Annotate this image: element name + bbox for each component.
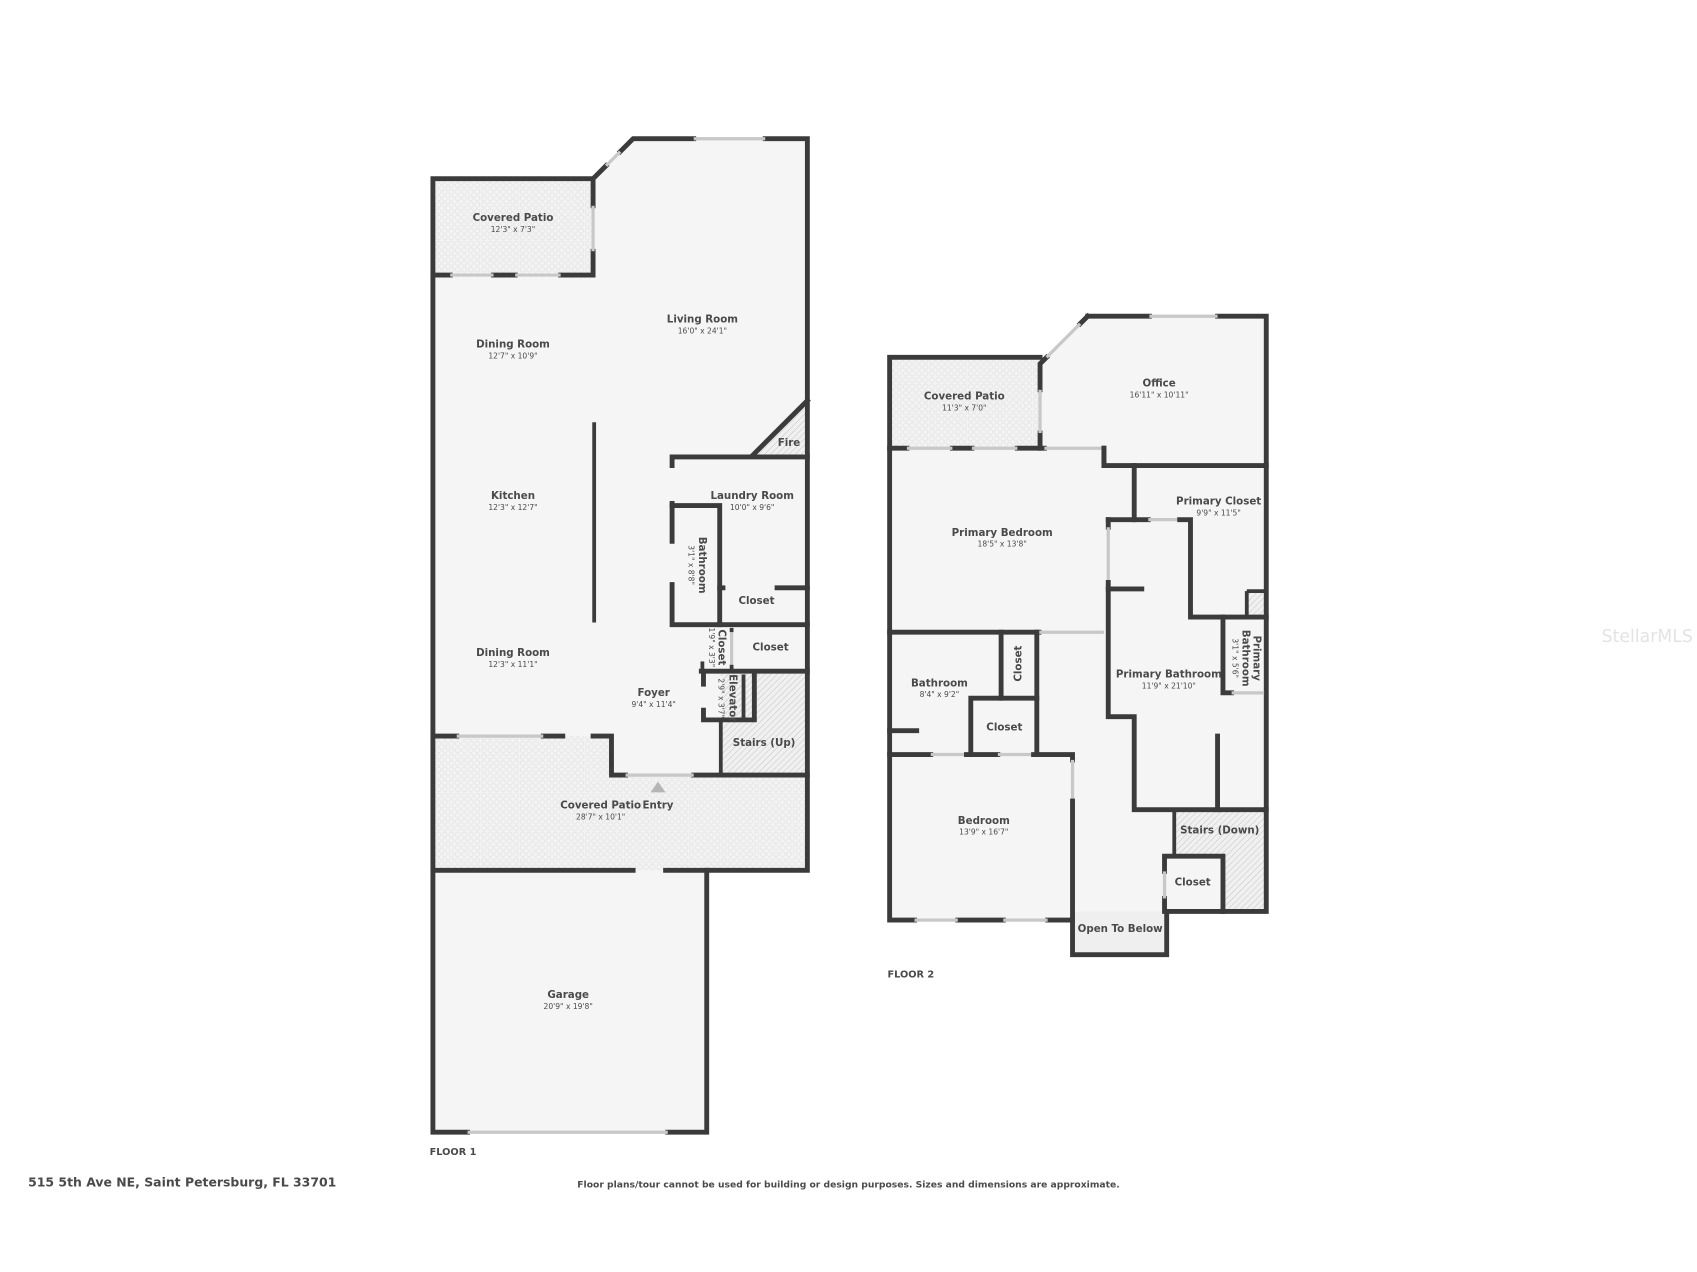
room-dims: 9'9" x 11'5" [1196,508,1240,517]
room-dims: 13'9" x 16'7" [959,828,1008,837]
room-dims: 8'4" x 9'2" [920,690,960,699]
address: 515 5th Ave NE, Saint Petersburg, FL 337… [28,1174,336,1189]
room-name: Elevator [726,674,738,723]
room-name: Primary Bedroom [952,527,1053,539]
room-name-line2: Bathroom [1239,630,1251,687]
room-name: Closet [1175,876,1211,888]
room-name: Covered Patio [473,212,554,224]
room-name: Fire [778,437,801,449]
floor-1-label: FLOOR 1 [430,1147,477,1158]
room-name: Dining Room [476,339,550,351]
room-name: Bathroom [911,677,968,689]
room-name: Covered Patio [924,391,1005,403]
room-dims: 10'0" x 9'6" [730,503,774,512]
room-dims: 12'3" x 12'7" [488,503,537,512]
room-name: Garage [547,989,589,1001]
floor-2-label: FLOOR 2 [887,969,934,980]
room-name: Kitchen [491,490,535,502]
room-name: Closet [986,722,1022,734]
room-dims: 28'7" x 10'1" [576,812,625,821]
room-name: Laundry Room [710,490,793,502]
disclaimer: Floor plans/tour cannot be used for buil… [577,1179,1119,1190]
room-name: Primary Bathroom [1116,669,1222,681]
room-name: Bathroom [696,537,708,594]
room-name: Closet [1013,645,1025,681]
covered-patio-back-area [432,178,594,276]
room-dims: 20'9" x 19'8" [544,1002,593,1011]
room-name: Living Room [667,314,738,326]
room-name: Covered Patio [560,800,641,812]
room-name-line1: Primary [1250,635,1262,681]
room-dims: 2'9" x 3'7" [717,678,726,718]
room-dims: 11'9" x 21'10" [1142,681,1196,690]
room-dims: 16'0" x 24'1" [678,327,727,336]
room-dims: 3'1" x 5'6" [1231,638,1240,678]
room-dims: 16'11" x 10'11" [1130,390,1189,399]
room-name: Closet [716,629,728,665]
room-name: Primary Closet [1176,496,1261,508]
room-dims: 18'5" x 13'8" [978,540,1027,549]
floor-1: Covered Patio 12'3" x 7'3" Living Room 1… [430,136,811,1158]
room-name: Open To Below [1078,923,1164,935]
entry-label: Entry [643,800,674,812]
room-dims: 11'3" x 7'0" [942,403,986,412]
room-name: Stairs (Up) [733,737,796,749]
room-dims: 12'7" x 10'9" [488,351,537,360]
entry-arrow-icon [650,781,666,793]
watermark: StellarMLS [1602,627,1693,647]
room-name: Foyer [638,687,671,699]
room-dims: 12'3" x 11'1" [488,660,537,669]
room-dims: 1'9" x 3'3" [707,628,716,668]
covered-patio-area [889,357,1041,449]
room-dims: 9'4" x 11'4" [631,700,675,709]
room-name: Dining Room [476,647,550,659]
room-name: Closet [738,595,774,607]
stairs-up-area [720,671,808,776]
room-name: Bedroom [958,815,1010,827]
room-name: Stairs (Down) [1180,825,1259,837]
room-name: Office [1142,378,1175,390]
room-name: Closet [753,642,789,654]
floor-2: Covered Patio 11'3" x 7'0" Office 16'11"… [887,312,1269,980]
room-dims: 12'3" x 7'3" [491,225,535,234]
room-dims: 3'1" x 8'8" [686,545,695,585]
